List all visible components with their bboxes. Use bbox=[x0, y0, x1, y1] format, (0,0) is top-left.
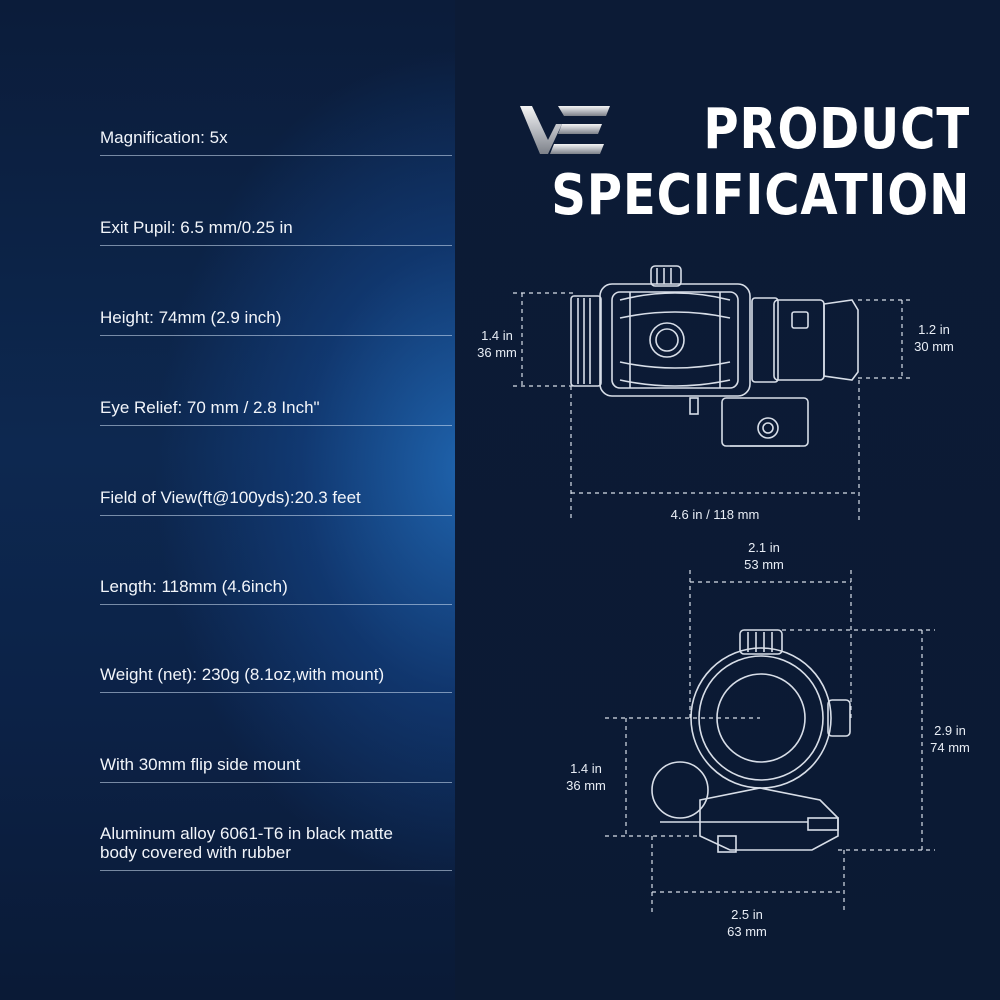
side-left-height-label: 1.4 in 36 mm bbox=[474, 327, 520, 361]
brand-logo bbox=[520, 106, 610, 154]
dimension-mm: 36 mm bbox=[477, 345, 517, 360]
spec-text: Height: 74mm (2.9 inch) bbox=[100, 308, 282, 327]
front-top-width-label: 2.1 in 53 mm bbox=[738, 539, 790, 573]
spec-text: Magnification: 5x bbox=[100, 128, 228, 147]
dimension-inches: 2.9 in bbox=[934, 723, 966, 738]
front-right-height-label: 2.9 in 74 mm bbox=[924, 722, 976, 756]
dimension-inches: 2.1 in bbox=[748, 540, 780, 555]
front-bottom-width-label: 2.5 in 63 mm bbox=[721, 906, 773, 940]
spec-height: Height: 74mm (2.9 inch) bbox=[100, 308, 452, 336]
spec-text: Eye Relief: 70 mm / 2.8 Inch" bbox=[100, 398, 320, 417]
side-view-drawing bbox=[570, 265, 859, 447]
spec-text: Weight (net): 230g (8.1oz,with mount) bbox=[100, 665, 385, 684]
spec-weight: Weight (net): 230g (8.1oz,with mount) bbox=[100, 665, 452, 693]
dimension-inches: 1.2 in bbox=[918, 322, 950, 337]
title-line-1: PRODUCT bbox=[703, 97, 970, 162]
spec-text: With 30mm flip side mount bbox=[100, 755, 301, 774]
spec-field-of-view: Field of View(ft@100yds):20.3 feet bbox=[100, 488, 452, 516]
dimension-mm: 53 mm bbox=[744, 557, 784, 572]
spec-text: Exit Pupil: 6.5 mm/0.25 in bbox=[100, 218, 293, 237]
dimension-inches: 1.4 in bbox=[481, 328, 513, 343]
front-view-dimension-lines bbox=[605, 570, 935, 914]
front-left-height-label: 1.4 in 36 mm bbox=[560, 760, 612, 794]
title-line-2: SPECIFICATION bbox=[550, 163, 970, 228]
spec-text: Length: 118mm (4.6inch) bbox=[100, 577, 288, 596]
spec-text: Aluminum alloy 6061-T6 in black matte bo… bbox=[100, 824, 393, 862]
side-length-label: 4.6 in / 118 mm bbox=[670, 507, 760, 522]
spec-length: Length: 118mm (4.6inch) bbox=[100, 577, 452, 605]
spec-exit-pupil: Exit Pupil: 6.5 mm/0.25 in bbox=[100, 218, 452, 246]
front-view-drawing bbox=[651, 629, 851, 853]
dimension-inches: 1.4 in bbox=[570, 761, 602, 776]
spec-eye-relief: Eye Relief: 70 mm / 2.8 Inch" bbox=[100, 398, 452, 426]
spec-material: Aluminum alloy 6061-T6 in black matte bo… bbox=[100, 824, 452, 871]
spec-text: Field of View(ft@100yds):20.3 feet bbox=[100, 488, 361, 507]
dimension-mm: 36 mm bbox=[566, 778, 606, 793]
spec-panel bbox=[0, 0, 455, 1000]
dimension-mm: 30 mm bbox=[914, 339, 954, 354]
side-right-height-label: 1.2 in 30 mm bbox=[908, 321, 960, 355]
spec-magnification: Magnification: 5x bbox=[100, 128, 452, 156]
dimension-inches: 2.5 in bbox=[731, 907, 763, 922]
spec-mount: With 30mm flip side mount bbox=[100, 755, 452, 783]
dimension-mm: 63 mm bbox=[727, 924, 767, 939]
dimension-mm: 74 mm bbox=[930, 740, 970, 755]
diagram-panel bbox=[455, 0, 1000, 1000]
side-view-dimension-lines bbox=[513, 292, 910, 520]
